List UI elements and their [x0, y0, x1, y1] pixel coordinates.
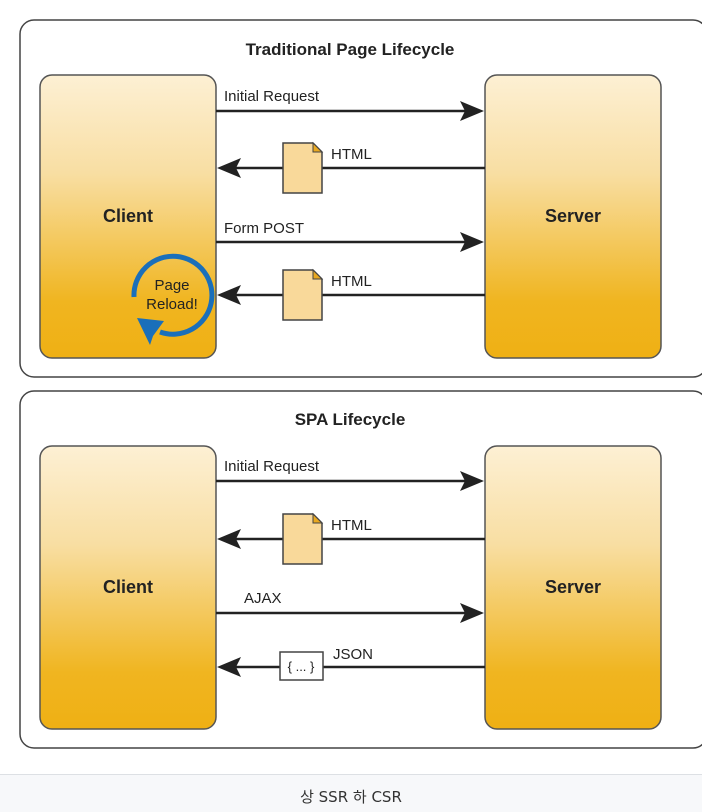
figure-caption: 상 SSR 하 CSR — [300, 788, 402, 806]
panel-title: Traditional Page Lifecycle — [246, 40, 455, 59]
server-label: Server — [545, 577, 601, 597]
client-box — [39, 445, 217, 730]
arrow-initial-request: Initial Request — [216, 458, 484, 491]
arrowhead-right-icon — [460, 471, 484, 491]
arrowhead-left-icon — [217, 657, 241, 677]
page-reload-icon: Page Reload! — [131, 253, 215, 345]
reload-label: Page — [154, 277, 189, 294]
arrow-label: Form POST — [224, 220, 304, 237]
arrow-form-post: Form POST — [216, 220, 484, 252]
spa-panel: SPA Lifecycle Client Server Initial Requ… — [19, 390, 702, 749]
client-label: Client — [103, 577, 153, 597]
server-label: Server — [545, 206, 601, 226]
arrow-label: Initial Request — [224, 88, 320, 105]
arrowhead-left-icon — [217, 529, 241, 549]
arrow-label: HTML — [331, 273, 372, 290]
caption-bar — [0, 774, 702, 812]
arrow-label: HTML — [331, 146, 372, 163]
server-box — [484, 74, 662, 359]
svg-text:{ ... }: { ... } — [288, 659, 315, 674]
document-icon — [282, 268, 324, 321]
json-payload-icon: { ... } — [279, 651, 324, 681]
arrow-label: AJAX — [244, 590, 282, 607]
arrow-html-response: HTML — [217, 141, 485, 194]
arrow-html-response: HTML — [217, 512, 485, 565]
reload-label: Reload! — [146, 296, 198, 313]
traditional-panel: Traditional Page Lifecycle Client Server… — [19, 19, 702, 378]
arrow-label: Initial Request — [224, 458, 320, 475]
server-box — [484, 445, 662, 730]
arrow-html-response: HTML — [217, 268, 485, 321]
panel-title: SPA Lifecycle — [295, 410, 406, 429]
arrow-initial-request: Initial Request — [216, 88, 484, 121]
document-icon — [282, 512, 324, 565]
arrowhead-right-icon — [460, 603, 484, 623]
arrowhead-left-icon — [217, 285, 241, 305]
arrow-json-response: { ... } JSON — [217, 646, 485, 681]
lifecycle-diagram: Traditional Page Lifecycle Client Server… — [19, 19, 702, 749]
arrowhead-left-icon — [217, 158, 241, 178]
client-box — [39, 74, 217, 359]
arrowhead-right-icon — [460, 101, 484, 121]
arrow-label: JSON — [333, 646, 373, 663]
arrow-label: HTML — [331, 517, 372, 534]
arrow-ajax: AJAX — [216, 590, 484, 623]
arrowhead-right-icon — [460, 232, 484, 252]
document-icon — [282, 141, 324, 194]
client-label: Client — [103, 206, 153, 226]
